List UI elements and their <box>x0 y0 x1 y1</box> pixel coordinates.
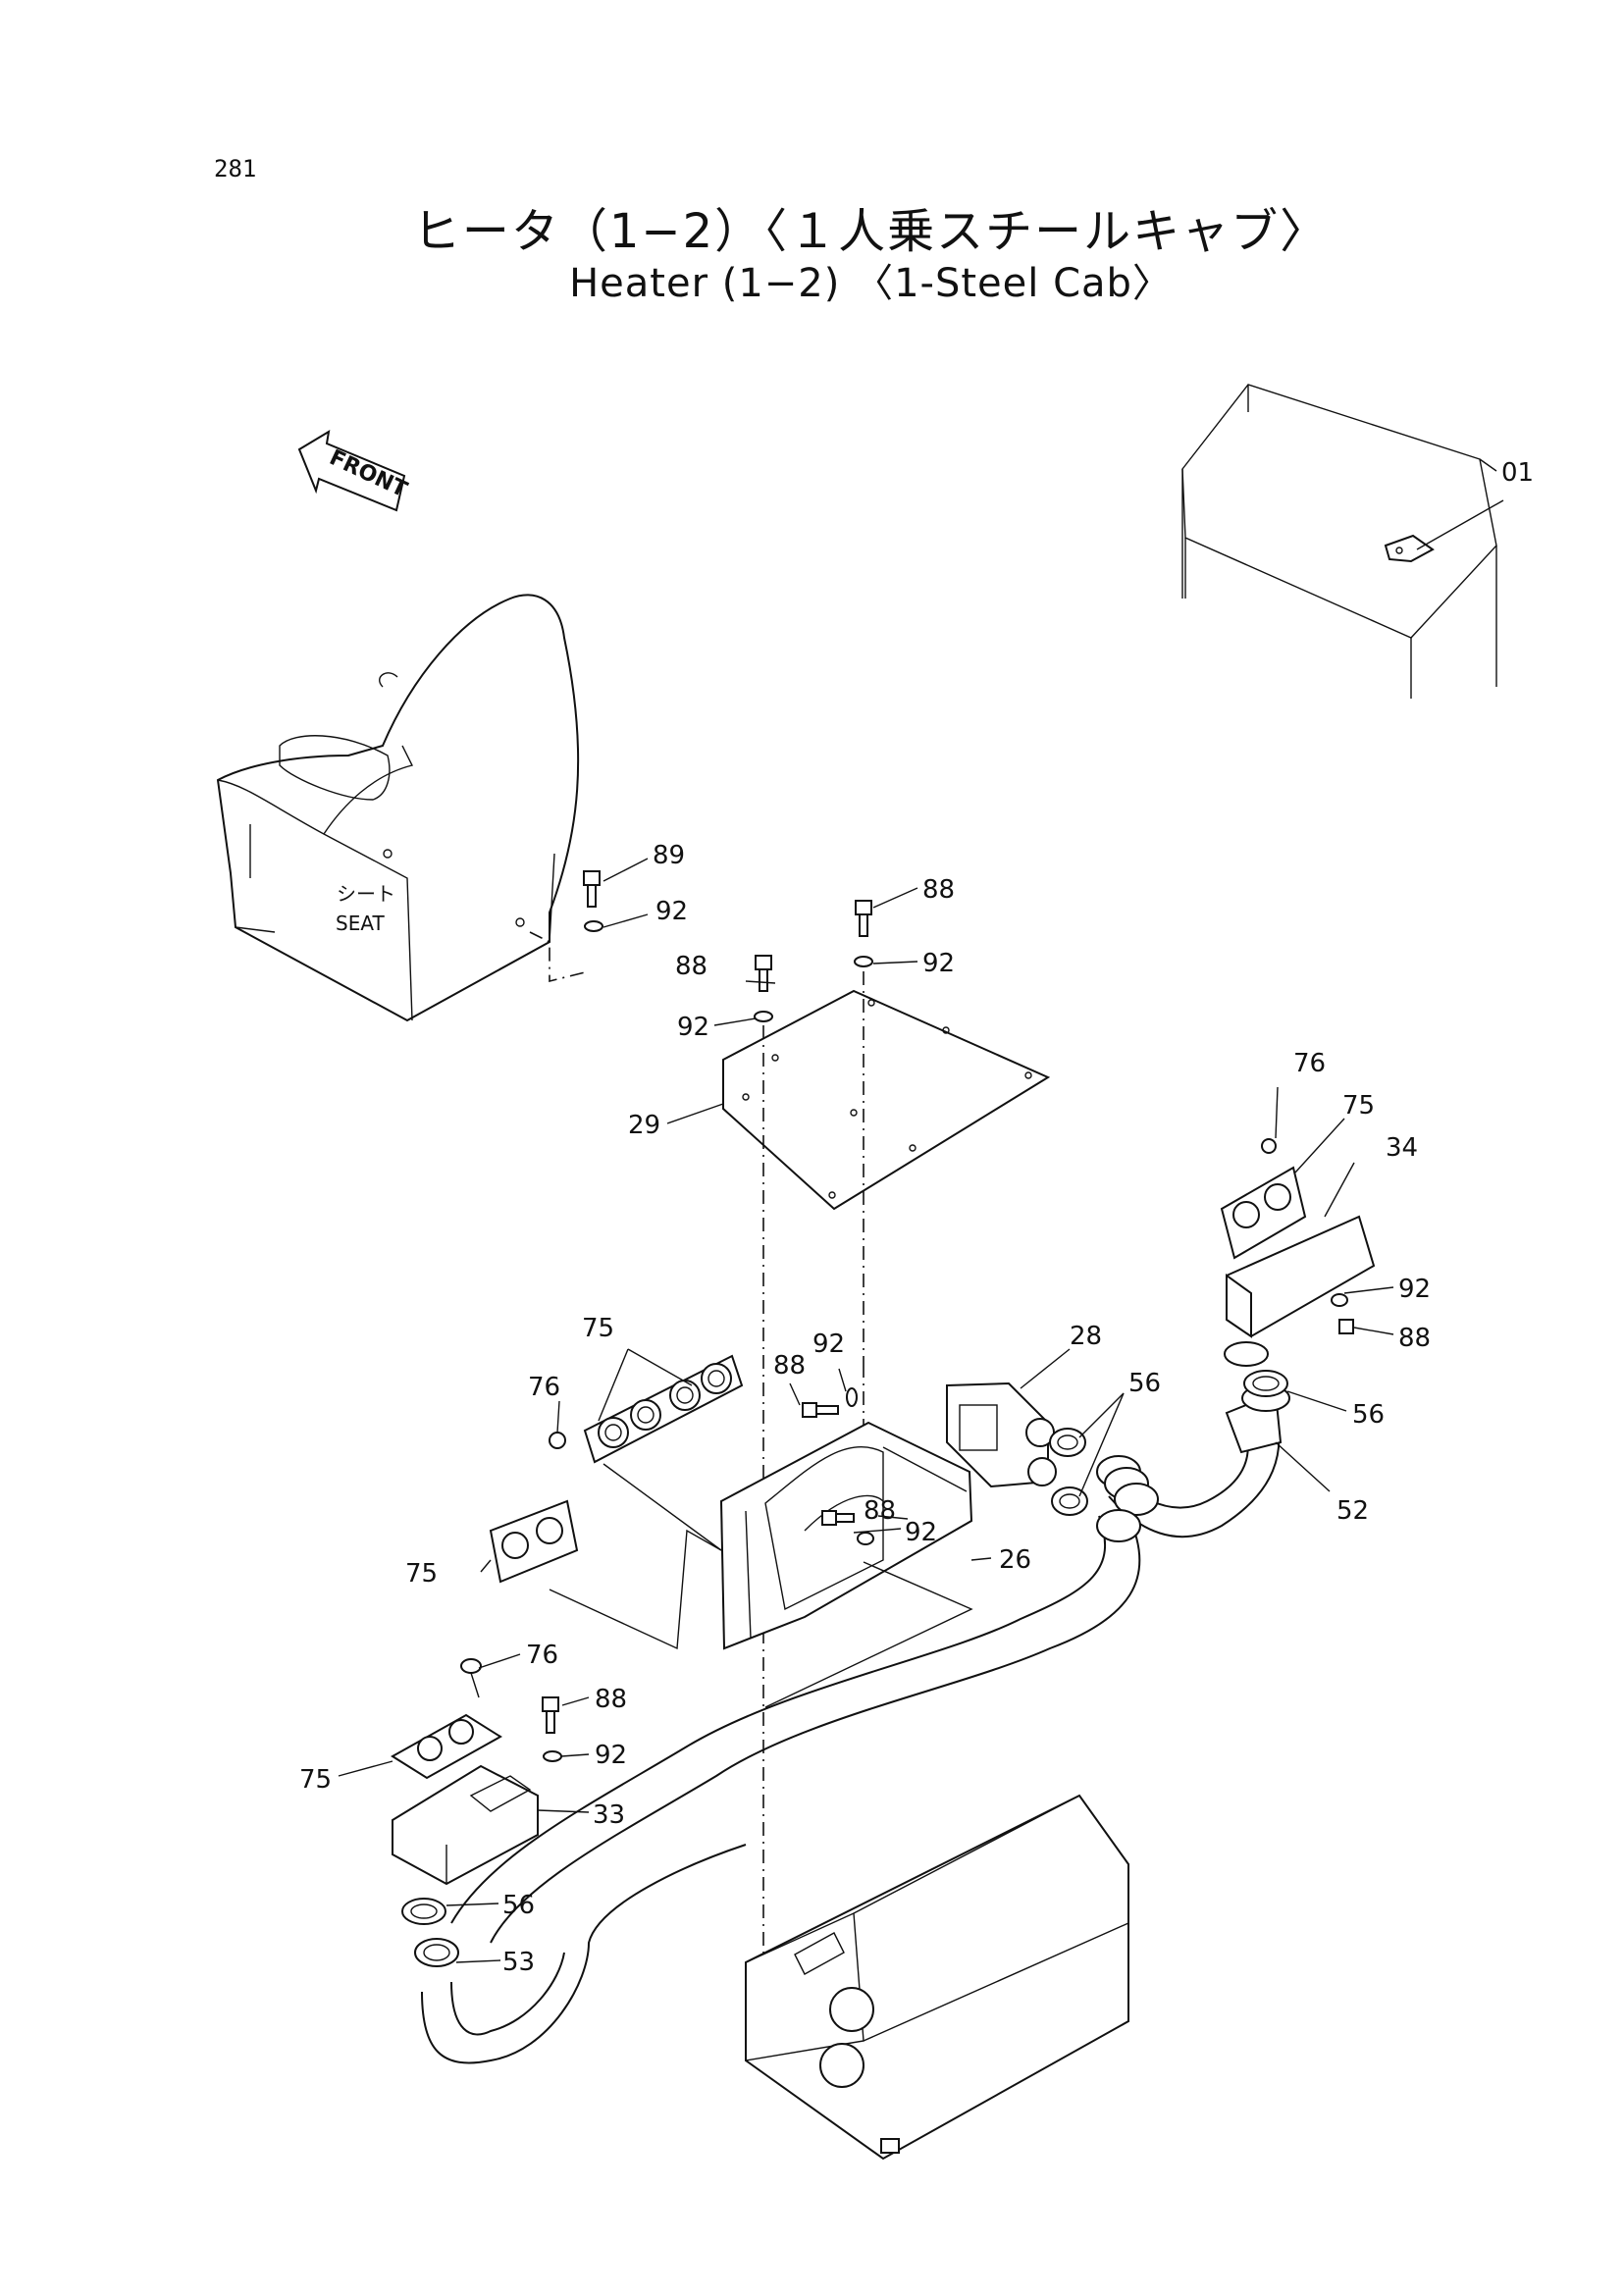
callout-92: 92 <box>595 1741 627 1770</box>
callout-76: 76 <box>526 1641 558 1670</box>
screw-76-right <box>1261 1138 1277 1154</box>
bracket-33 <box>392 1764 539 1886</box>
bolt-88-mid <box>754 955 773 1022</box>
bolt-88-bottom <box>542 1696 562 1762</box>
callout-75: 75 <box>405 1559 438 1589</box>
callout-88: 88 <box>922 875 955 905</box>
seat-label-jp: シート <box>337 882 395 906</box>
vent-panel-75-left <box>583 1354 744 1464</box>
hose-coupling <box>1096 1455 1159 1542</box>
callout-92: 92 <box>812 1329 845 1359</box>
callout-56: 56 <box>502 1891 535 1920</box>
bolt-88-center <box>802 1387 858 1418</box>
callout-33: 33 <box>593 1800 625 1830</box>
duct-28 <box>946 1382 1057 1488</box>
callout-28: 28 <box>1070 1322 1102 1351</box>
clamp-56-right <box>1243 1370 1288 1397</box>
leader-lines <box>338 858 1394 1963</box>
bolt-88-top <box>854 900 873 967</box>
vent-75-bottom <box>391 1713 502 1780</box>
vent-34 <box>1224 1215 1376 1367</box>
seat-label-en: SEAT <box>336 912 385 935</box>
page-title-english: Heater (1−2) 〈1-Steel Cab〉 <box>569 261 1173 306</box>
callout-88: 88 <box>864 1496 896 1526</box>
callout-92: 92 <box>655 897 688 926</box>
callout-75: 75 <box>1342 1091 1375 1121</box>
callout-88: 88 <box>595 1685 627 1714</box>
vent-panel-75-right <box>1220 1166 1307 1260</box>
screw-76-left <box>549 1432 566 1449</box>
callout-76: 76 <box>1293 1049 1326 1078</box>
callout-89: 89 <box>653 841 685 870</box>
screw-76-bottom <box>460 1658 482 1698</box>
front-arrow-icon: FRONT <box>297 430 411 512</box>
callout-53: 53 <box>502 1948 535 1977</box>
callout-88: 88 <box>1398 1324 1431 1353</box>
hose-main <box>450 1515 1141 1944</box>
callout-92: 92 <box>677 1013 709 1042</box>
callout-29: 29 <box>628 1111 660 1140</box>
bolt-89 <box>583 870 603 932</box>
cab-outline <box>1181 384 1504 699</box>
callout-26: 26 <box>999 1545 1031 1575</box>
callout-76: 76 <box>528 1373 560 1402</box>
page-title-japanese: ヒータ（1−2）〈１人乗スチールキャブ〉 <box>412 204 1330 259</box>
callout-34: 34 <box>1386 1133 1418 1163</box>
callout-88: 88 <box>675 952 707 981</box>
callout-92: 92 <box>1398 1275 1431 1304</box>
callout-56: 56 <box>1352 1400 1385 1430</box>
heater-unit <box>745 1794 1129 2161</box>
bolt-88-housing <box>821 1510 874 1545</box>
callout-92: 92 <box>922 949 955 978</box>
callout-56: 56 <box>1128 1369 1161 1398</box>
callout-92: 92 <box>905 1518 937 1547</box>
hose-53 <box>414 1844 747 2064</box>
callout-75: 75 <box>299 1765 332 1795</box>
clamp-56-bottom <box>401 1898 446 1925</box>
callout-75: 75 <box>582 1314 614 1343</box>
plate-29 <box>722 989 1051 1211</box>
callout-88: 88 <box>773 1351 806 1381</box>
housing-26 <box>719 1421 973 1650</box>
vent-panel-75-lower <box>489 1499 579 1584</box>
callout-52: 52 <box>1336 1496 1369 1526</box>
page-number: 281 <box>214 155 257 182</box>
clamp-56-pair <box>1049 1428 1088 1516</box>
callout-labels: 01 89 92 88 92 88 92 29 76 75 34 92 88 2… <box>299 458 1534 1977</box>
bolt-88-right <box>1331 1293 1354 1334</box>
callout-01: 01 <box>1501 458 1534 488</box>
seat-illustration: シート SEAT <box>216 594 590 1022</box>
